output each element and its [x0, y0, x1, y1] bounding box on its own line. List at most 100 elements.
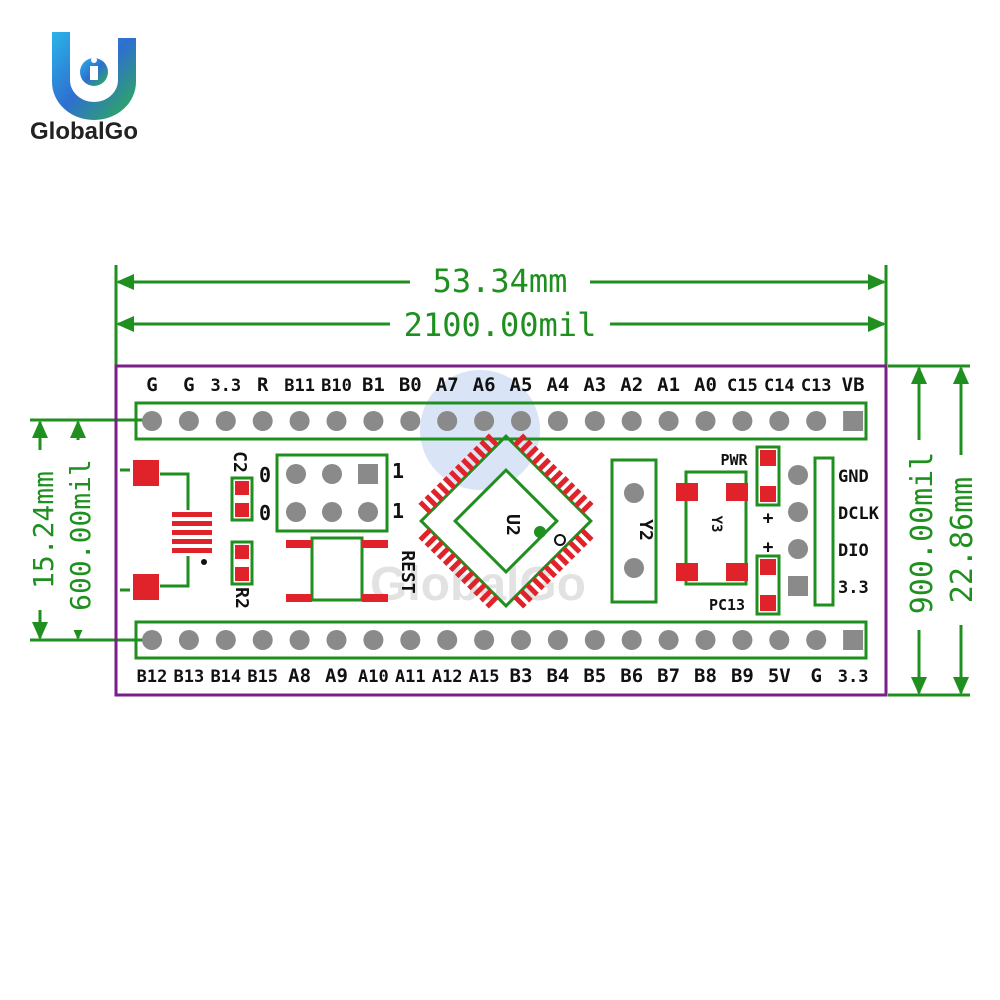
swd-pin-label: DIO: [838, 541, 869, 561]
mcu-pin: [418, 500, 432, 514]
mcu-pin: [537, 457, 551, 472]
pin-label: C15: [727, 376, 758, 396]
mcu-pin: [479, 589, 493, 603]
swd-pin-label: GND: [838, 467, 869, 487]
pin-label: G: [183, 374, 194, 396]
header-pin: [142, 411, 162, 431]
mcu-pin: [531, 576, 545, 591]
pin-label: B15: [247, 667, 278, 687]
pin-label: B1: [362, 374, 385, 396]
mcu-pin: [580, 500, 594, 514]
header-pin: [437, 630, 458, 650]
globalgo-logo: GlobalGo: [30, 20, 170, 150]
mcu-pin: [580, 528, 594, 542]
mcu-pin: [473, 582, 487, 597]
pin-label: A6: [473, 374, 496, 396]
reset-label: REST: [397, 550, 418, 594]
mcu-pin: [467, 576, 481, 591]
header-pin: [363, 411, 384, 431]
mcu-pin: [424, 494, 438, 508]
mcu-pin: [567, 488, 582, 502]
globalgo-logo-mark: [52, 32, 136, 120]
header-pin: [474, 630, 495, 650]
pin-label: A7: [436, 374, 459, 396]
top-pin-row: [142, 411, 864, 431]
header-pin: [363, 630, 384, 650]
mcu-pin: [461, 457, 475, 472]
pwr-label: PWR: [720, 451, 748, 469]
pin-label: B8: [694, 665, 717, 687]
mcu-pin: [531, 451, 545, 466]
pin-label: B6: [620, 665, 643, 687]
capacitor-c2: C2: [229, 451, 254, 522]
header-pin: [326, 411, 347, 431]
header-pin: [769, 630, 790, 650]
header-pin: [695, 630, 716, 650]
mcu-pin: [454, 463, 469, 478]
y3-label: Y3: [708, 516, 724, 533]
crystal-y3: Y3: [676, 470, 748, 586]
header-pin: [695, 411, 716, 431]
header-pin: [326, 630, 347, 650]
pin-label: A11: [395, 667, 426, 687]
mcu-pin: [485, 595, 499, 609]
mcu-u2: U2: [418, 433, 594, 609]
mcu-pin: [436, 546, 451, 560]
mcu-pin: [418, 528, 432, 542]
usb-connector: [120, 460, 212, 600]
header-pin: [289, 411, 310, 431]
pin-label: VB: [842, 374, 865, 396]
jumper-0-label: 0: [259, 463, 271, 487]
height-mil-label: 900.00mil: [905, 452, 940, 615]
pwr-led: PWR +: [720, 445, 781, 529]
mcu-pin: [537, 570, 551, 585]
header-pin: [511, 630, 531, 650]
mcu-pin: [549, 558, 564, 573]
header-pin: [547, 411, 568, 431]
pin-label: B7: [657, 665, 680, 687]
header-pin: [621, 411, 642, 431]
height-mm-label: 22.86mm: [945, 477, 980, 603]
bottom-pin-row: [142, 630, 864, 650]
pin-label: A15: [469, 667, 500, 687]
pin-label: 3.3: [210, 376, 241, 396]
pin-label: B9: [731, 665, 754, 687]
mcu-pin: [555, 552, 570, 566]
header-pin: [584, 630, 605, 650]
header-pin: [178, 411, 199, 431]
header-pin: [215, 630, 236, 650]
header-pin: [215, 411, 236, 431]
pin-label: 3.3: [838, 667, 869, 687]
mcu-pin: [543, 463, 558, 478]
pin-spacing-mil-label: 600.00mil: [64, 459, 97, 611]
pin-label: B11: [284, 376, 315, 396]
header-pin: [400, 411, 421, 431]
header-pin: [584, 411, 605, 431]
pin-spacing-mm-label: 15.24mm: [27, 471, 60, 589]
width-mil-label: 2100.00mil: [404, 306, 597, 344]
header-pin: [142, 630, 162, 650]
pin-label: A10: [358, 667, 389, 687]
plus-mark: +: [763, 537, 774, 558]
header-pin: [511, 411, 531, 431]
pin-label: B10: [321, 376, 352, 396]
header-pin: [769, 411, 790, 431]
pin-label: B12: [137, 667, 168, 687]
mcu-pin: [436, 482, 451, 496]
mcu-pin: [525, 582, 539, 597]
mcu-pin: [454, 564, 469, 579]
header-pin: [621, 630, 642, 650]
pin-label: A8: [288, 665, 311, 687]
pin-label: B5: [583, 665, 606, 687]
pin-label: C14: [764, 376, 795, 396]
mcu-pin: [549, 469, 564, 484]
header-pin: [547, 630, 568, 650]
pin-label: A1: [657, 374, 680, 396]
bottom-header: [134, 620, 868, 660]
mcu-pin: [561, 546, 576, 560]
jumper-1-label: 1: [392, 459, 404, 483]
header-pin: [474, 411, 495, 431]
pin-label: 5V: [768, 665, 791, 687]
